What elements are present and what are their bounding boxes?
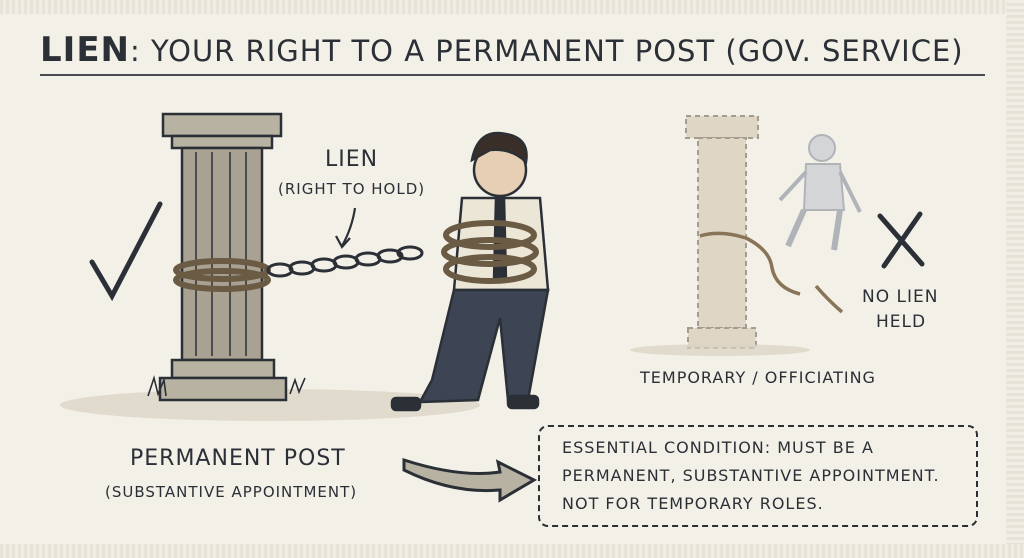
temporary-label: TEMPORARY / OFFICIATING: [640, 368, 876, 387]
permanent-post-label: PERMANENT POST: [130, 446, 346, 471]
ground-shadow-temp: [630, 344, 810, 356]
grass-icon: [147, 375, 306, 397]
x-mark-icon: [877, 211, 925, 269]
napkin-edge-top: [0, 0, 1024, 14]
no-lien-label-line1: NO LIEN: [862, 287, 939, 307]
condition-note-box: [538, 425, 978, 527]
broken-rope: [699, 231, 844, 314]
lien-pointer-icon: [335, 207, 357, 249]
napkin-edge-right: [1006, 0, 1024, 558]
note-line-1: ESSENTIAL CONDITION: MUST BE A: [562, 438, 874, 457]
lien-sublabel: (RIGHT TO HOLD): [278, 180, 426, 198]
permanent-pillar: [158, 112, 288, 402]
title-underline: [40, 74, 985, 76]
ghost-figure: [778, 134, 862, 251]
permanent-post-sublabel: (SUBSTANTIVE APPOINTMENT): [105, 483, 358, 501]
lien-label: LIEN: [325, 147, 379, 172]
arrow-right-icon: [402, 457, 538, 503]
no-lien-label-line2: HELD: [876, 312, 927, 332]
man-figure: [390, 131, 550, 412]
title-prefix: LIEN: [40, 30, 130, 70]
title-rest: : YOUR RIGHT TO A PERMANENT POST (GOV. S…: [130, 34, 964, 68]
chain-icon: [266, 245, 424, 278]
check-mark-icon: [89, 201, 163, 302]
napkin-edge-bottom: [0, 544, 1024, 558]
page-title: LIEN: YOUR RIGHT TO A PERMANENT POST (GO…: [40, 30, 964, 70]
note-line-3: NOT FOR TEMPORARY ROLES.: [562, 494, 824, 513]
note-line-2: PERMANENT, SUBSTANTIVE APPOINTMENT.: [562, 466, 940, 485]
